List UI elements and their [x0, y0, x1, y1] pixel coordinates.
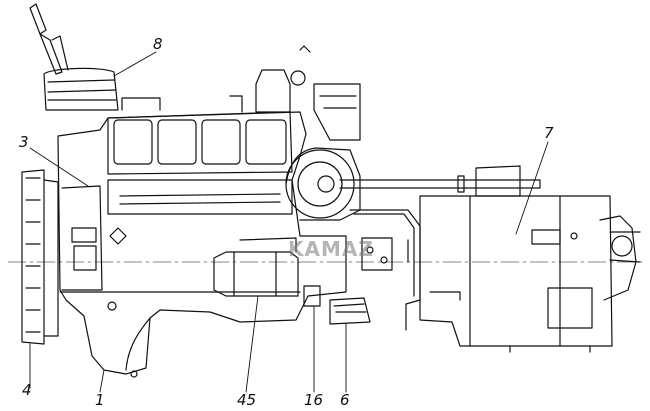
- control-lines: [349, 209, 461, 331]
- clutch-housing: [285, 147, 541, 221]
- engine-block: [57, 111, 347, 378]
- gear-shift-lever: [29, 3, 119, 111]
- lower-accessories: [303, 237, 393, 325]
- fuel-filter: [229, 45, 361, 141]
- callout-6: 6: [340, 391, 350, 409]
- fan-radiator: [21, 169, 59, 345]
- callout-7: 7: [544, 124, 554, 142]
- callout-3: 3: [19, 133, 29, 151]
- cylinder-heads: [107, 97, 293, 215]
- watermark-logo: KAMAZ: [288, 237, 374, 261]
- callout-1: 1: [95, 391, 105, 409]
- callout-45: 45: [237, 391, 257, 409]
- starter-motor: [213, 237, 299, 297]
- callout-4: 4: [22, 381, 32, 399]
- leader-lines: [29, 51, 549, 393]
- gearbox: [419, 165, 641, 353]
- callout-8: 8: [153, 35, 163, 53]
- callout-16: 16: [304, 391, 324, 409]
